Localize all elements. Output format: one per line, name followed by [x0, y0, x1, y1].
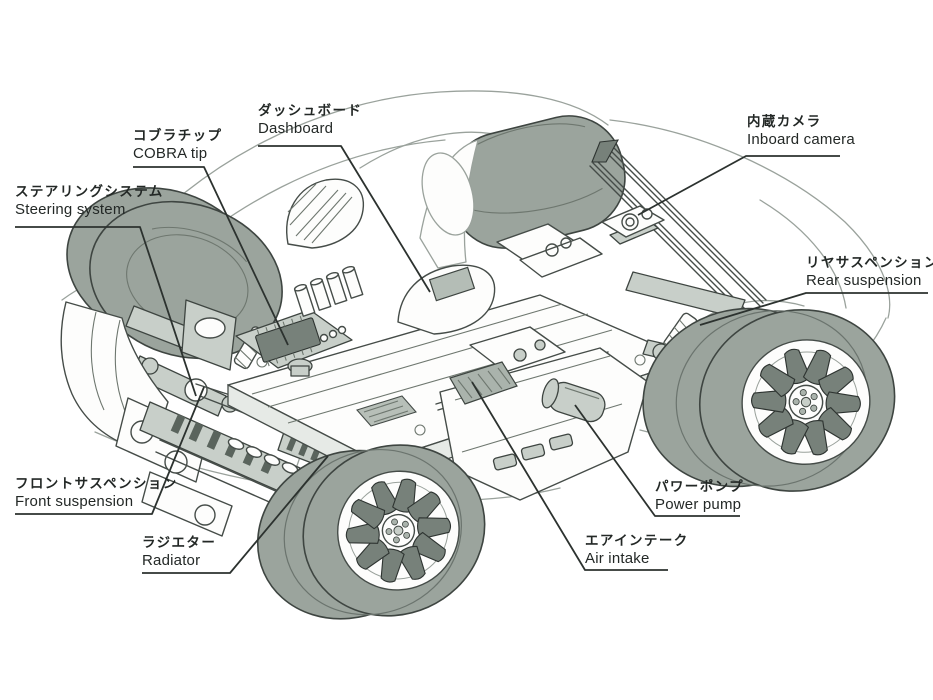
label-front-suspension: フロントサスペンション Front suspension — [15, 475, 178, 511]
label-power-pump-en: Power pump — [655, 496, 742, 513]
gearbox-parts — [356, 326, 566, 427]
label-front-suspension-en: Front suspension — [15, 493, 134, 510]
power-pump-part — [541, 378, 606, 423]
leader-cobra-tip — [133, 166, 289, 346]
front-right-wheel — [256, 444, 486, 620]
label-power-pump-jp: パワーポンプ — [655, 479, 744, 494]
label-radiator-en: Radiator — [142, 552, 201, 569]
front-suspension-assembly — [125, 299, 268, 421]
front-bumper-rail — [139, 401, 331, 528]
leader-rear-suspension — [699, 292, 928, 326]
label-dashboard: ダッシュボード Dashboard — [258, 102, 362, 138]
label-dashboard-jp: ダッシュボード — [258, 103, 363, 118]
label-inboard-camera-en: Inboard camera — [747, 131, 855, 148]
leader-inboard-camera — [637, 155, 840, 216]
label-cobra-tip: コブラチップ COBRA tip — [133, 127, 222, 163]
label-power-pump: パワーポンプ Power pump — [655, 478, 744, 514]
leader-air-intake — [471, 381, 668, 571]
engine-deck — [496, 223, 603, 278]
dashboard-part — [397, 264, 496, 335]
label-rear-suspension: リヤサスペンション Rear suspension — [806, 254, 933, 290]
inboard-camera-part — [601, 205, 665, 245]
leader-power-pump — [574, 404, 740, 517]
label-air-intake-en: Air intake — [585, 550, 650, 567]
label-front-suspension-jp: フロントサスペンション — [15, 476, 178, 491]
label-steering-system-jp: ステアリングシステム — [15, 184, 164, 199]
leader-front-suspension — [15, 386, 205, 515]
label-radiator: ラジエター Radiator — [142, 534, 216, 570]
label-cobra-tip-jp: コブラチップ — [133, 128, 223, 143]
label-steering-system: ステアリングシステム Steering system — [15, 183, 164, 219]
label-radiator-jp: ラジエター — [142, 535, 217, 550]
label-dashboard-en: Dashboard — [258, 120, 334, 137]
cockpit-cowl — [419, 139, 479, 269]
label-inboard-camera: 内蔵カメラ Inboard camera — [747, 113, 855, 149]
label-rear-suspension-en: Rear suspension — [806, 272, 922, 289]
label-cobra-tip-en: COBRA tip — [133, 145, 208, 162]
cobra-chip-part — [255, 315, 321, 367]
leader-radiator — [142, 455, 329, 574]
rear-right-wheel — [642, 307, 896, 492]
label-air-intake: エアインテーク Air intake — [585, 532, 689, 568]
label-air-intake-jp: エアインテーク — [585, 533, 689, 548]
label-rear-suspension-jp: リヤサスペンション — [806, 255, 933, 270]
leader-steering-system — [15, 226, 197, 397]
rear-wing-rails — [589, 139, 767, 321]
cylinder-bank — [293, 265, 364, 317]
cooling-duct — [286, 178, 365, 249]
leader-dashboard — [258, 145, 431, 293]
label-steering-system-en: Steering system — [15, 201, 126, 218]
circuit-board — [235, 309, 353, 377]
label-inboard-camera-jp: 内蔵カメラ — [747, 114, 822, 129]
